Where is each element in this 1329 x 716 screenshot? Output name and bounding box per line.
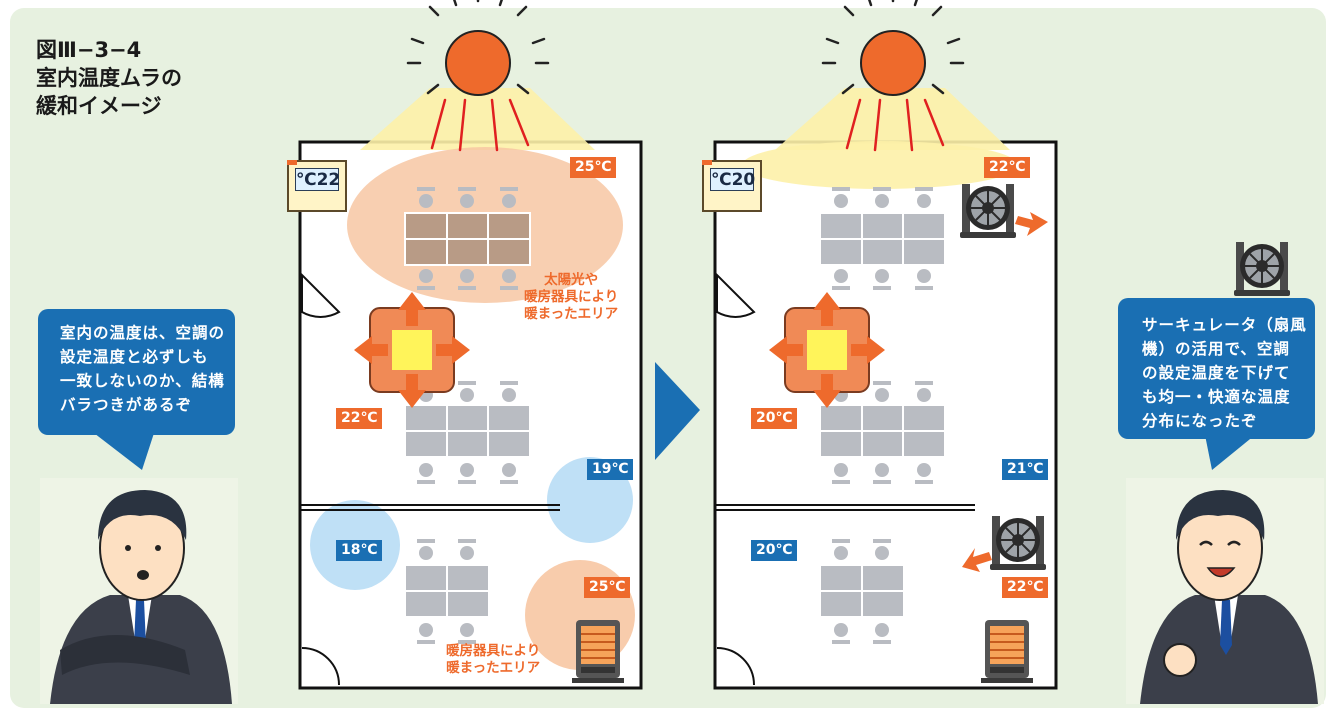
before-door-bottom [301,647,340,686]
bubble-line: 分布になったぞ [1142,412,1258,430]
circulator-fan-icon [959,183,1048,239]
before-door-top [301,272,341,318]
worried-man-icon [40,478,238,704]
bubble-line: の設定温度を下げて [1142,364,1291,382]
before-temp-lower-right: 25℃ [584,577,631,598]
heater-icon [571,619,625,684]
thermostat-icon: ℃22 [287,160,347,212]
bubble-line: 一致しないのか、結構 [60,372,225,390]
happy-man-icon [1126,478,1324,704]
circulator-fan-icon [1233,241,1291,297]
before-note-heater: 暖房器具により 暖まったエリア [446,643,541,676]
after-thermostat-readout: ℃20 [710,168,756,191]
heater-icon [980,619,1034,684]
after-door-top [716,272,756,318]
bubble-line: バラつきがあるぞ [60,396,193,414]
after-temp-lower-left: 20℃ [751,540,798,561]
before-thermostat-readout: ℃22 [295,168,341,191]
before-table-middle [404,381,531,484]
bubble-line: も均一・快適な温度 [1142,388,1291,406]
before-temp-lower-left: 18℃ [336,540,383,561]
before-table-top [404,187,531,290]
before-temp-middle-left: 22℃ [336,408,383,429]
before-sun-beam [360,88,595,150]
after-table-middle [819,381,946,484]
right-bubble-tail [1205,435,1255,470]
circulator-fan-icon [962,515,1047,572]
right-speech-bubble: サーキュレータ（扇風 機）の活用で、空調 の設定温度を下げて も均一・快適な温度… [1118,298,1315,439]
before-note-sun: 太陽光や 暖房器具により 暖まったエリア [524,272,619,322]
after-temp-lower-right: 22℃ [1002,577,1049,598]
thermostat-icon: ℃20 [702,160,762,212]
before-table-bottom [404,539,490,644]
figure-title: 図Ⅲ−3−4 室内温度ムラの 緩和イメージ [36,36,182,120]
bubble-line: 室内の温度は、空調の [60,324,226,342]
left-speech-bubble: 室内の温度は、空調の 設定温度と必ずしも 一致しないのか、結構 バラつきがあるぞ [38,309,235,435]
title-line-1: 図Ⅲ−3−4 [36,38,142,62]
after-table-top [819,187,946,290]
bubble-line: 設定温度と必ずしも [60,348,209,366]
after-temp-top-right: 22℃ [984,157,1031,178]
after-temp-middle-right: 21℃ [1002,459,1049,480]
title-line-3: 緩和イメージ [36,94,162,118]
left-bubble-tail [90,430,155,470]
before-temp-middle-right: 19℃ [587,459,634,480]
after-temp-middle-left: 20℃ [751,408,798,429]
title-line-2: 室内温度ムラの [36,66,182,90]
after-door-bottom [716,647,755,686]
arrow-right-icon [655,362,700,460]
after-table-bottom [819,539,905,644]
before-temp-top-right: 25℃ [570,157,617,178]
after-sun-beam [775,88,1010,150]
bubble-line: 機）の活用で、空調 [1142,340,1290,358]
sun-icon [821,0,965,152]
sun-icon [406,0,550,152]
bubble-line: サーキュレータ（扇風 [1142,316,1307,334]
